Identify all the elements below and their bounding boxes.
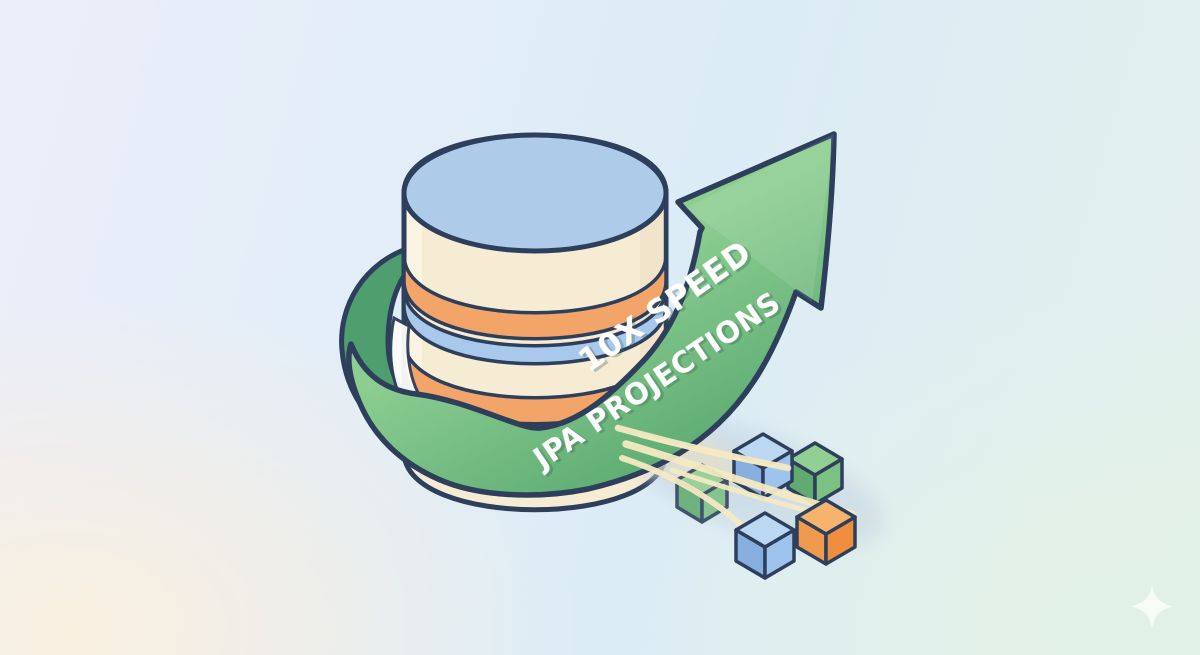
database-top-ellipse bbox=[401, 132, 669, 254]
cube-orange bbox=[795, 498, 857, 566]
cube-green bbox=[786, 441, 844, 506]
database-orange-ring-1 bbox=[402, 254, 668, 341]
arrow-ribbon-front bbox=[346, 131, 837, 498]
arrowhead-facet-highlight bbox=[686, 134, 834, 302]
database-blue-ring-1 bbox=[402, 287, 668, 366]
sparkle-icon bbox=[1131, 585, 1173, 628]
data-cubes-icon bbox=[614, 424, 857, 580]
cube-blue-bottom bbox=[734, 511, 796, 580]
